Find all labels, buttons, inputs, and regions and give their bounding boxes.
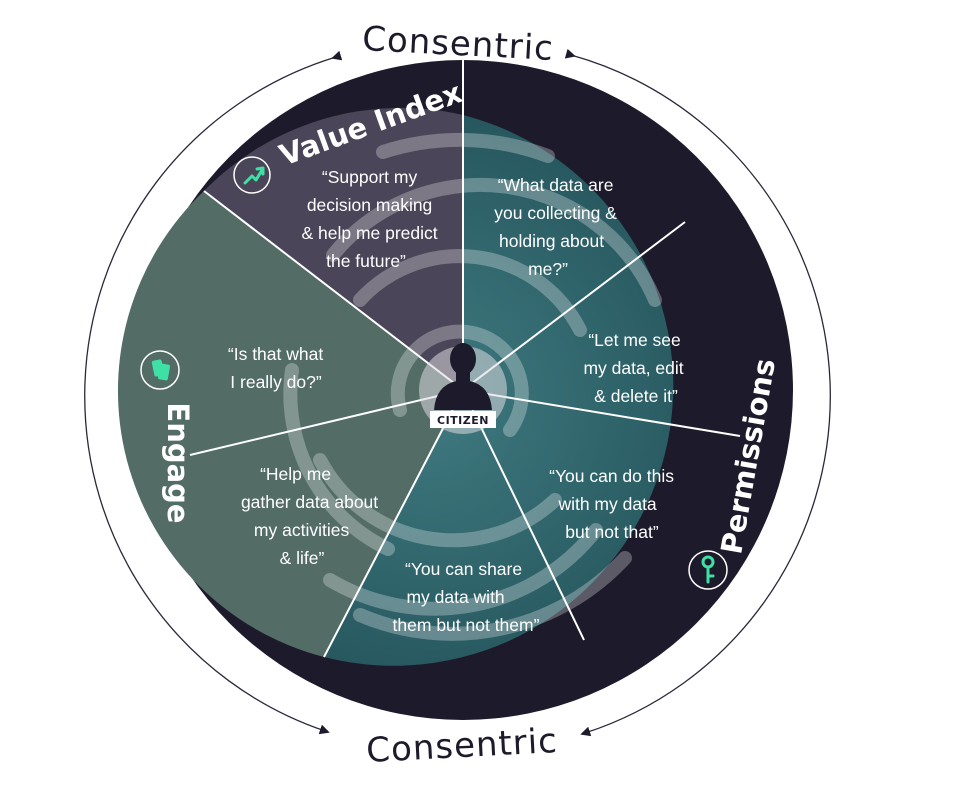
quote-what-data: “What data are you collecting & holding … (494, 175, 621, 279)
concentric-arcs (283, 132, 662, 641)
phone-cards-icon (140, 350, 180, 390)
quote-support: “Support my decision making & help me pr… (301, 167, 442, 271)
brand-bottom: Consentric (365, 721, 559, 771)
quotes: “Support my decision making & help me pr… (228, 167, 688, 635)
trend-arrow-icon (233, 156, 271, 194)
quote-help-me: “Help me gather data about my activities… (241, 464, 383, 568)
quote-is-that: “Is that what I really do?” (228, 344, 328, 392)
arrow-arc-top-left (84, 50, 343, 735)
outer-cycle-arrows (84, 48, 831, 737)
person-silhouette-icon (434, 343, 492, 410)
segment-dividers (189, 60, 741, 658)
quote-let-me-see: “Let me see my data, edit & delete it” (583, 330, 688, 406)
quote-you-can-do: “You can do this with my data but not th… (549, 466, 679, 542)
quote-you-can-share: “You can share my data with them but not… (393, 559, 540, 635)
ring-label-engage: Engage (161, 402, 195, 523)
arrow-arc-top-right (564, 48, 831, 737)
citizen-label: CITIZEN (437, 414, 489, 427)
segment-value-index (204, 107, 463, 390)
segment-engage (117, 191, 463, 657)
citizen-center: CITIZEN (419, 343, 507, 434)
key-icon (688, 550, 728, 590)
